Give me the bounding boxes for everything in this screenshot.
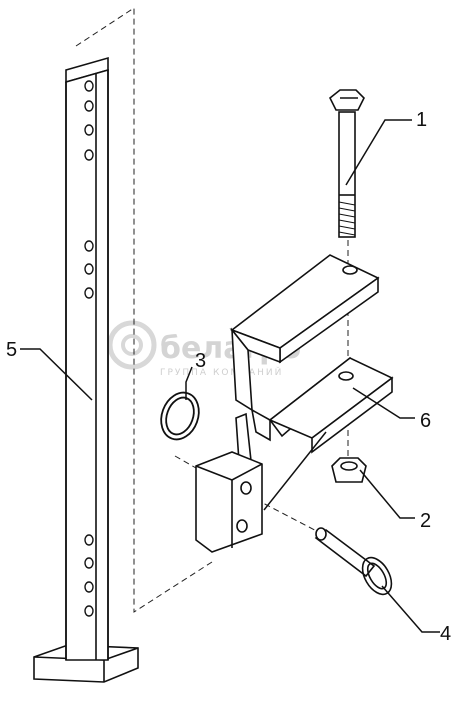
post <box>33 56 139 683</box>
callout-2: 2 <box>420 510 431 532</box>
callout-1: 1 <box>416 109 427 131</box>
watermark-logo-icon <box>107 320 157 370</box>
callout-3: 3 <box>195 350 206 372</box>
spring-ring <box>160 391 200 441</box>
callout-5: 5 <box>6 339 17 361</box>
callout-4: 4 <box>440 623 451 645</box>
clamp-block <box>195 412 263 553</box>
watermark-tagline: ГРУППА КОМПАНИЙ <box>160 366 283 378</box>
bracket <box>229 254 394 454</box>
callout-labels: 1 2 3 4 5 6 <box>6 109 451 645</box>
bolt <box>328 89 365 238</box>
lock-pin <box>314 527 393 596</box>
nut <box>331 457 367 483</box>
leader-lines <box>20 119 440 633</box>
callout-6: 6 <box>420 410 431 432</box>
